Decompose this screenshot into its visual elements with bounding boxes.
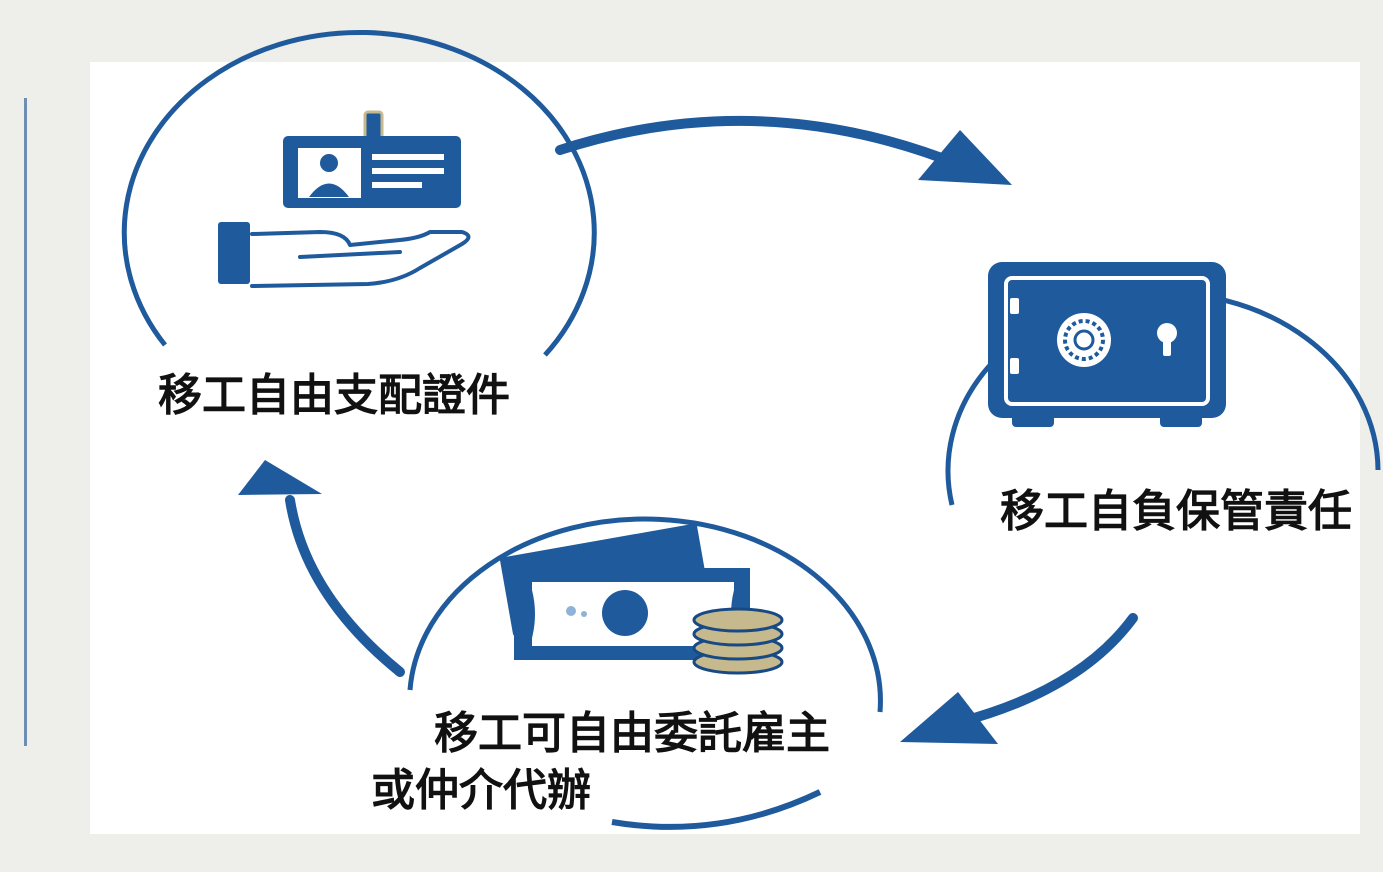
label-delegation-line1: 移工可自由委託雇主: [430, 708, 834, 760]
label-custody: 移工自負保管責任: [996, 484, 1356, 540]
id-card-in-hand-icon: [218, 110, 471, 288]
circle-documents: [121, 29, 597, 357]
label-documents: 移工自由支配證件: [154, 368, 514, 424]
arrowhead-to-custody: [918, 130, 1012, 185]
label-delegation-line2: 或仲介代辦: [367, 765, 595, 817]
arrowhead-to-delegation: [900, 692, 998, 744]
arrowhead-to-documents: [238, 460, 322, 495]
money-and-coins-icon: [500, 523, 784, 675]
side-divider-line: [24, 98, 27, 746]
circle-delegation: [407, 516, 883, 713]
safe-icon: [988, 262, 1226, 427]
arrow-delegation-to-documents: [285, 495, 405, 677]
arrow-custody-to-delegation: [955, 613, 1138, 727]
arrow-documents-to-custody: [555, 115, 965, 170]
circle-delegation-bottom: [611, 789, 822, 830]
